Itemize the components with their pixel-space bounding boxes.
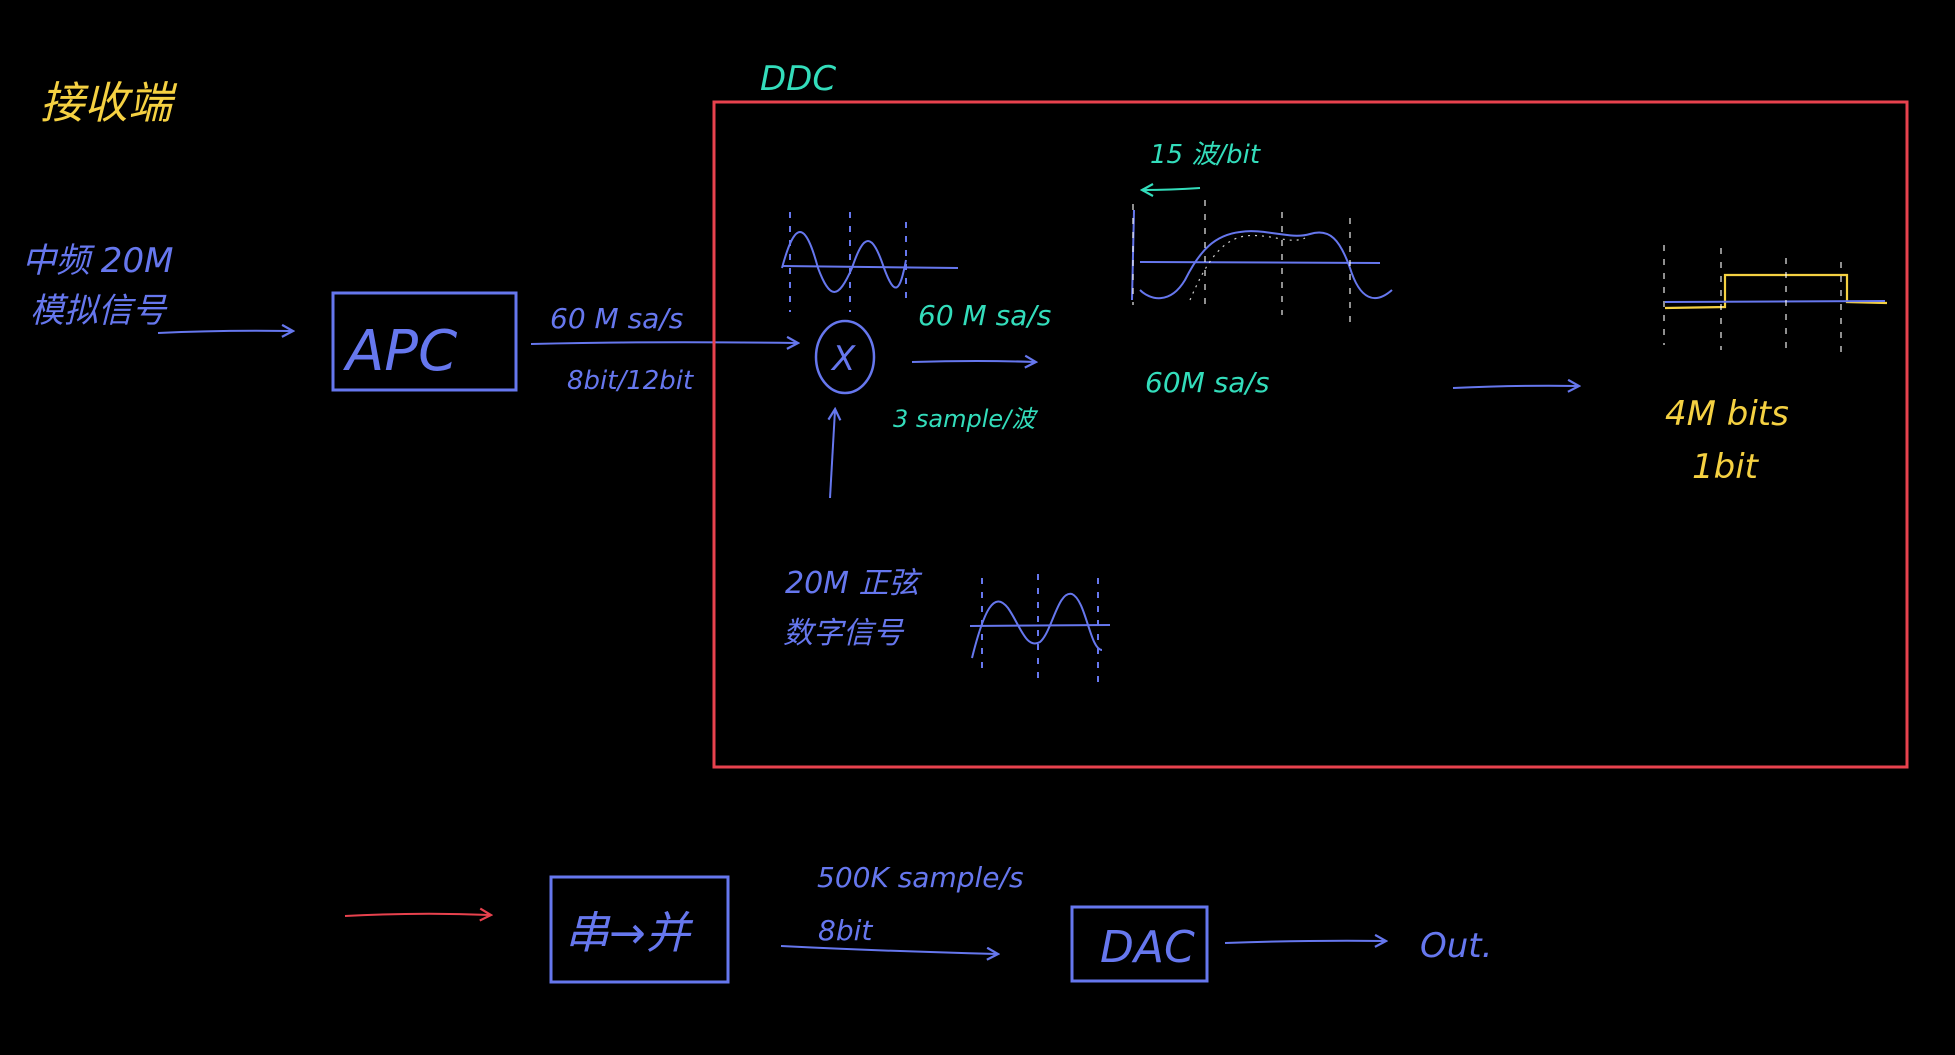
input-signal-label-line1: 中频 20M	[22, 241, 173, 281]
dac-output-arrow	[1224, 941, 1385, 943]
filtered-waveform	[1131, 200, 1393, 330]
filter-rate-arrow	[1143, 188, 1201, 190]
dac-block: DAC	[1070, 905, 1209, 983]
adc-block: APC	[331, 291, 518, 392]
local-oscillator-waveform	[969, 574, 1111, 688]
mixer-output-arrow	[911, 361, 1035, 362]
mixer-circle	[814, 319, 876, 395]
page-title: 接收端	[40, 78, 178, 129]
bit-waveform	[1663, 245, 1888, 360]
dac-label: DAC	[1100, 922, 1195, 973]
parallel-to-dac-arrow	[780, 945, 997, 954]
adc-label: APC	[343, 319, 457, 384]
lower-chain-input-arrow	[344, 914, 490, 916]
serial-to-parallel-label: 串→并	[565, 908, 694, 959]
adc-to-mixer-arrow	[530, 342, 797, 344]
bits-unit-label: 1bit	[1692, 447, 1760, 487]
filter-to-bits-arrow	[1452, 386, 1578, 388]
output-label: Out.	[1420, 926, 1492, 966]
adc-output-rate: 60 M sa/s	[550, 302, 683, 335]
mixer-output-rate: 60 M sa/s	[918, 299, 1051, 332]
mixer: X	[814, 319, 876, 395]
dac-box	[1070, 905, 1209, 983]
ddc-boundary	[712, 100, 1909, 769]
sine-source-line2: 数字信号	[783, 616, 905, 651]
input-arrow	[157, 331, 292, 333]
serial-to-parallel-box	[549, 875, 730, 984]
serial-to-parallel-block: 串→并	[549, 875, 730, 984]
adc-box	[331, 291, 518, 392]
filter-output-rate: 60M sa/s	[1145, 366, 1269, 399]
bits-rate-label: 4M bits	[1665, 394, 1789, 434]
sine-source-line1: 20M 正弦	[785, 566, 923, 601]
mixer-symbol: X	[830, 339, 856, 379]
mixer-output-note: 3 sample/波	[893, 405, 1039, 433]
dac-input-bits: 8bit	[818, 914, 873, 947]
filter-rate-label: 15 波/bit	[1150, 140, 1261, 170]
adc-sampled-waveform	[781, 212, 959, 312]
local-oscillator-arrow	[830, 410, 835, 499]
dac-input-rate: 500K sample/s	[817, 861, 1024, 894]
adc-output-bits: 8bit/12bit	[567, 366, 694, 396]
ddc-label: DDC	[760, 59, 836, 99]
input-signal-label-line2: 模拟信号	[30, 291, 168, 331]
